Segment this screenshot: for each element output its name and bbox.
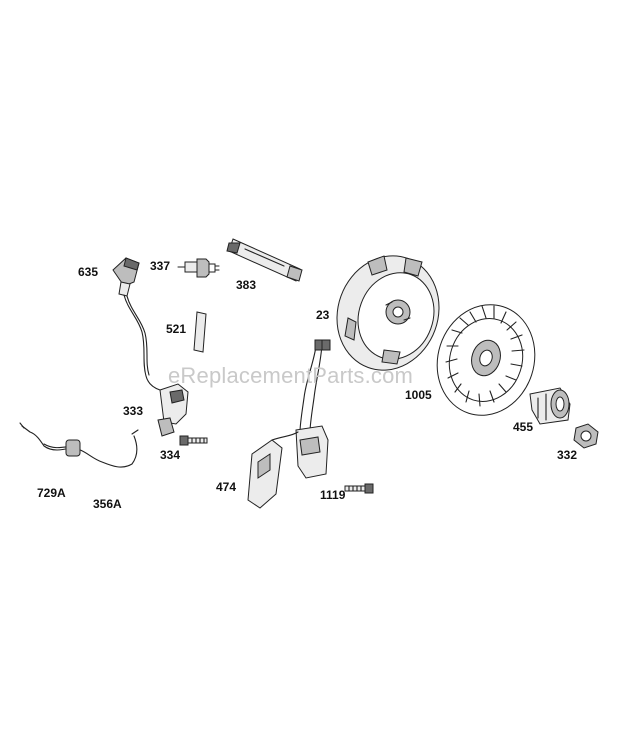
nut-part[interactable] [573, 423, 599, 449]
callout-23[interactable]: 23 [316, 308, 330, 322]
callout-455[interactable]: 455 [513, 420, 533, 434]
callout-333[interactable]: 333 [123, 404, 143, 418]
callout-337[interactable]: 337 [150, 259, 170, 273]
callout-474[interactable]: 474 [216, 480, 236, 494]
ignition-armature-part[interactable] [157, 383, 189, 437]
shield-tube-part[interactable] [226, 238, 303, 282]
callout-332[interactable]: 332 [557, 448, 577, 462]
spark-plug-part[interactable] [177, 258, 220, 278]
watermark-text: eReplacementParts.com [168, 363, 413, 388]
callout-1005[interactable]: 1005 [405, 388, 432, 402]
callout-334[interactable]: 334 [160, 448, 180, 462]
screw-1119-part[interactable] [344, 483, 374, 494]
screw-334-part[interactable] [179, 435, 208, 446]
spark-plug-boot-part[interactable] [112, 257, 161, 391]
strap-part[interactable] [193, 311, 207, 353]
flywheel-part[interactable] [321, 241, 455, 384]
callout-383[interactable]: 383 [236, 278, 256, 292]
starter-cup-part[interactable] [529, 387, 571, 425]
callout-521[interactable]: 521 [166, 322, 186, 336]
flywheel-fan-part[interactable] [423, 292, 549, 428]
callout-356A[interactable]: 356A [93, 497, 122, 511]
wire-harness-part[interactable] [19, 422, 139, 468]
callout-729A[interactable]: 729A [37, 486, 66, 500]
callout-635[interactable]: 635 [78, 265, 98, 279]
brake-module-part[interactable] [247, 339, 331, 509]
callout-1119[interactable]: 1119 [320, 488, 346, 502]
